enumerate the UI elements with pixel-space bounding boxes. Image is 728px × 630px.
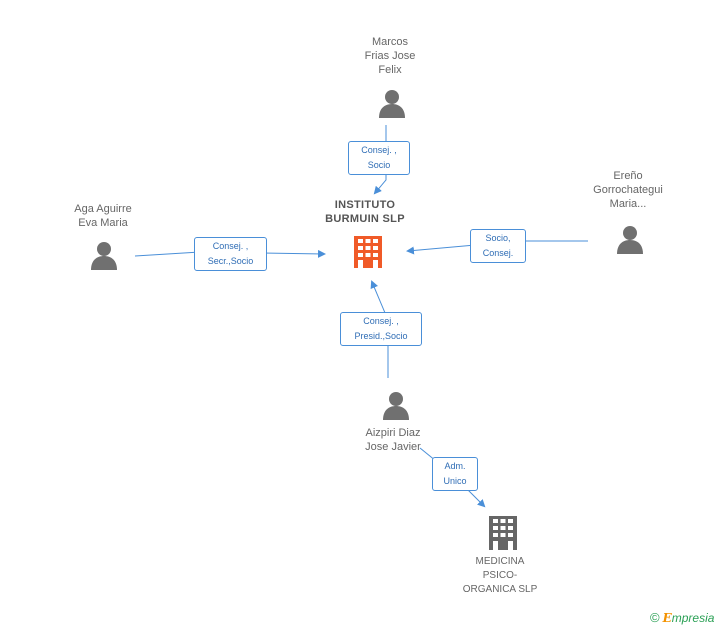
relation-label-ereno: Socio, Consej. bbox=[470, 229, 526, 263]
relation-label-medicina: Adm. Unico bbox=[432, 457, 478, 491]
center-company-name[interactable]: INSTITUTO BURMUIN SLP bbox=[325, 199, 405, 225]
person-name-aizpiri[interactable]: Aizpiri Diaz Jose Javier bbox=[365, 427, 421, 453]
brand-logo: ©Empresia bbox=[650, 610, 715, 625]
building-icon[interactable] bbox=[487, 516, 519, 550]
person-name-ereno[interactable]: Ereño Gorrochategui Maria... bbox=[593, 170, 663, 210]
person-icon[interactable] bbox=[377, 88, 407, 118]
relation-label-aga: Consej. , Secr.,Socio bbox=[194, 237, 267, 271]
building-icon[interactable] bbox=[352, 236, 384, 268]
person-icon[interactable] bbox=[615, 224, 645, 254]
person-icon[interactable] bbox=[89, 240, 119, 270]
relation-label-marcos: Consej. , Socio bbox=[348, 141, 410, 175]
copyright-icon: © bbox=[650, 610, 660, 625]
person-name-aga[interactable]: Aga Aguirre Eva Maria bbox=[74, 203, 132, 229]
person-icon[interactable] bbox=[381, 390, 411, 420]
person-name-marcos[interactable]: Marcos Frias Jose Felix bbox=[364, 36, 416, 76]
relation-label-aizpiri: Consej. , Presid.,Socio bbox=[340, 312, 422, 346]
company-name-medicina[interactable]: MEDICINA PSICO- ORGANICA SLP bbox=[462, 556, 538, 595]
